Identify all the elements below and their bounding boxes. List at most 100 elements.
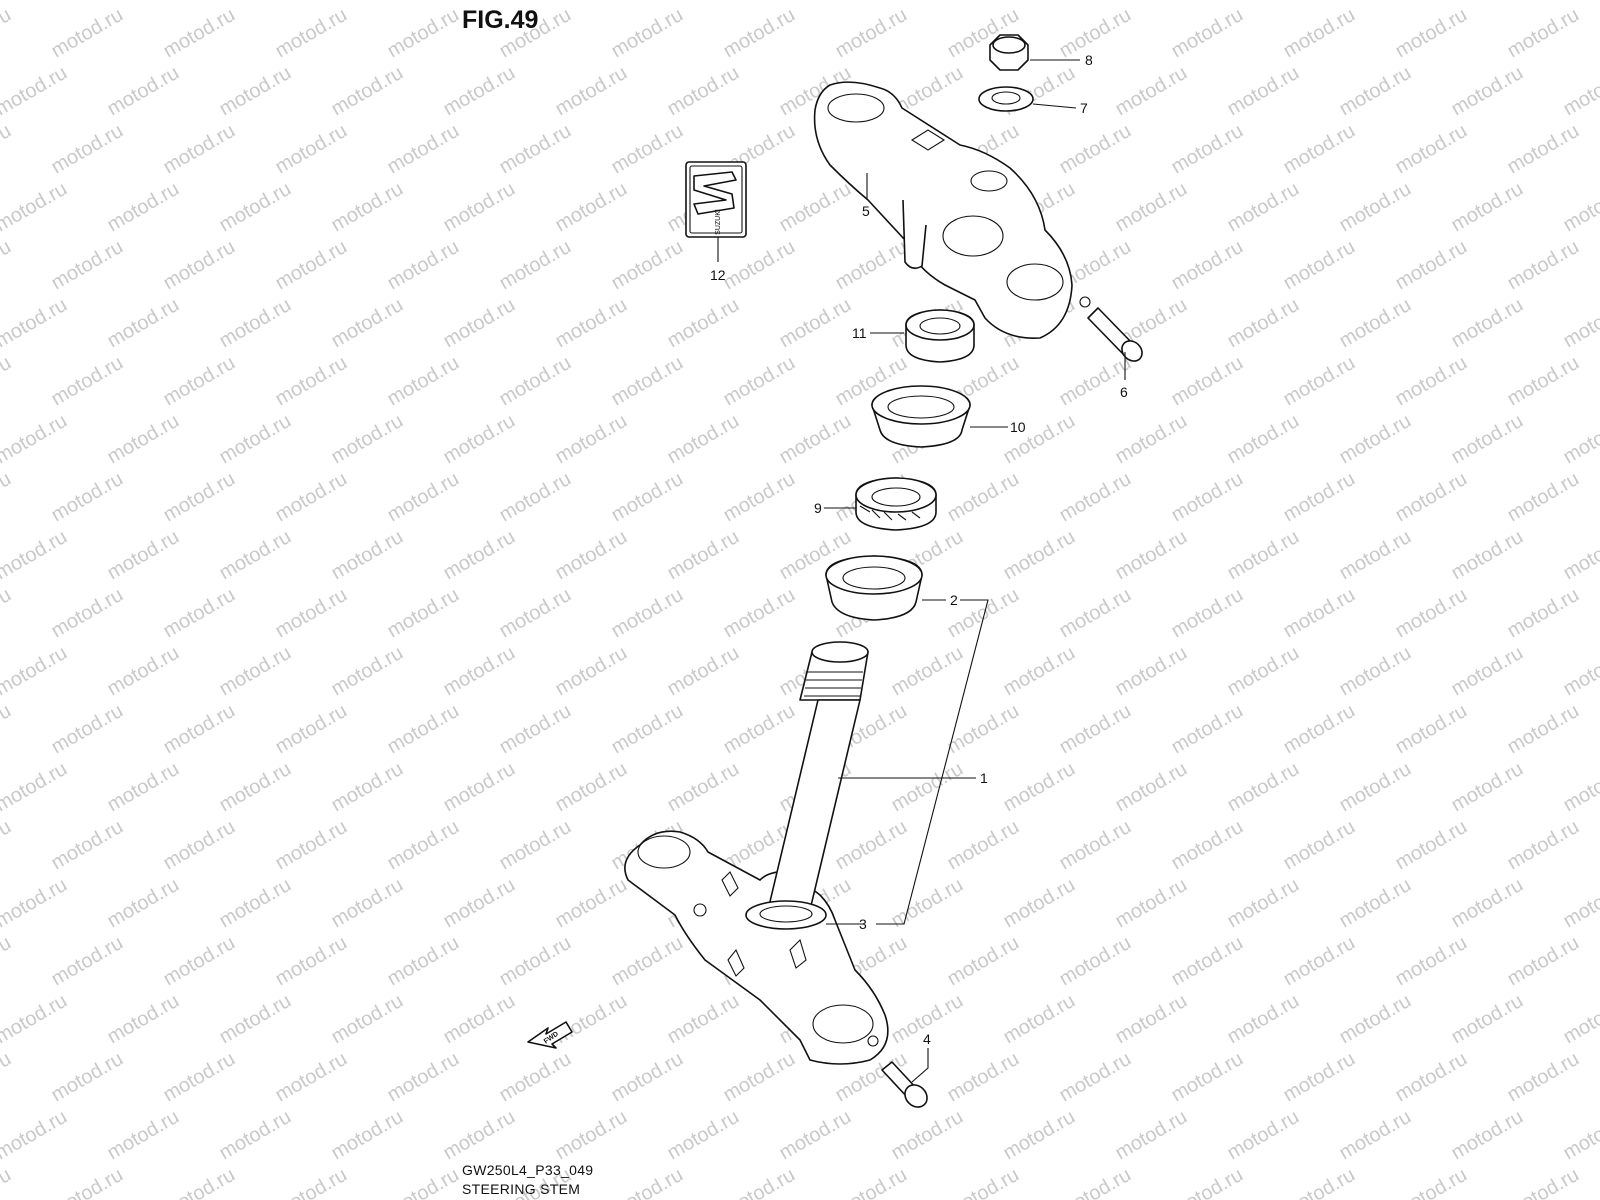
watermark-text: motod.ru: [1504, 584, 1583, 643]
watermark-text: motod.ru: [0, 932, 15, 991]
watermark-text: motod.ru: [1560, 178, 1600, 237]
watermark-text: motod.ru: [552, 410, 631, 469]
watermark-text: motod.ru: [720, 468, 799, 527]
watermark-text: motod.ru: [1000, 990, 1079, 1049]
watermark-text: motod.ru: [608, 932, 687, 991]
watermark-text: motod.ru: [440, 642, 519, 701]
watermark-text: motod.ru: [1392, 120, 1471, 179]
watermark-text: motod.ru: [1056, 4, 1135, 63]
watermark-text: motod.ru: [384, 584, 463, 643]
watermark-text: motod.ru: [1168, 1048, 1247, 1107]
watermark-text: motod.ru: [1056, 700, 1135, 759]
watermark-text: motod.ru: [1056, 352, 1135, 411]
watermark-text: motod.ru: [1336, 874, 1415, 933]
watermark-text: motod.ru: [1560, 1106, 1600, 1165]
watermark-text: motod.ru: [48, 584, 127, 643]
watermark-text: motod.ru: [608, 1164, 687, 1200]
watermark-text: motod.ru: [1504, 1164, 1583, 1200]
watermark-text: motod.ru: [216, 990, 295, 1049]
watermark-text: motod.ru: [1392, 4, 1471, 63]
watermark-text: motod.ru: [216, 642, 295, 701]
watermark-text: motod.ru: [552, 758, 631, 817]
watermark-text: motod.ru: [1504, 120, 1583, 179]
watermark-text: motod.ru: [0, 236, 15, 295]
watermark-text: motod.ru: [384, 932, 463, 991]
watermark-text: motod.ru: [1504, 932, 1583, 991]
watermark-text: motod.ru: [1560, 526, 1600, 585]
watermark-text: motod.ru: [1560, 0, 1600, 4]
watermark-text: motod.ru: [1392, 584, 1471, 643]
watermark-text: motod.ru: [664, 642, 743, 701]
watermark-text: motod.ru: [888, 642, 967, 701]
watermark-text: motod.ru: [0, 816, 15, 875]
watermark-text: motod.ru: [1392, 236, 1471, 295]
leader-lines: [717, 59, 1126, 1083]
watermark-text: motod.ru: [552, 990, 631, 1049]
watermark-text: motod.ru: [1056, 1048, 1135, 1107]
watermark-text: motod.ru: [1224, 62, 1303, 121]
watermark-text: motod.ru: [328, 526, 407, 585]
watermark-text: motod.ru: [160, 1164, 239, 1200]
watermark-text: motod.ru: [1560, 410, 1600, 469]
watermark-text: motod.ru: [1336, 1106, 1415, 1165]
watermark-text: motod.ru: [160, 700, 239, 759]
watermark-text: motod.ru: [1168, 700, 1247, 759]
watermark-text: motod.ru: [664, 1106, 743, 1165]
watermark-text: motod.ru: [328, 410, 407, 469]
watermark-text: motod.ru: [1504, 352, 1583, 411]
watermark-text: motod.ru: [608, 120, 687, 179]
watermark-text: motod.ru: [1224, 294, 1303, 353]
watermark-text: motod.ru: [1224, 758, 1303, 817]
callout-3: 3: [859, 916, 867, 932]
watermark-text: motod.ru: [1056, 120, 1135, 179]
watermark-text: motod.ru: [160, 4, 239, 63]
part-4-lower-bolt: [881, 1061, 928, 1108]
watermark-text: motod.ru: [328, 990, 407, 1049]
watermark-text: motod.ru: [1448, 874, 1527, 933]
watermark-text: motod.ru: [384, 816, 463, 875]
watermark-text: motod.ru: [552, 294, 631, 353]
watermark-text: motod.ru: [328, 62, 407, 121]
watermark-text: motod.ru: [1392, 932, 1471, 991]
watermark-text: motod.ru: [104, 990, 183, 1049]
part-6-bolt: [1087, 307, 1143, 362]
watermark-text: motod.ru: [1336, 526, 1415, 585]
watermark-text: motod.ru: [0, 294, 71, 353]
watermark-text: motod.ru: [944, 816, 1023, 875]
watermark-text: motod.ru: [552, 178, 631, 237]
watermark-text: motod.ru: [440, 410, 519, 469]
watermark-text: motod.ru: [1336, 62, 1415, 121]
watermark-text: motod.ru: [496, 468, 575, 527]
watermark-text: motod.ru: [1280, 468, 1359, 527]
watermark-text: motod.ru: [1280, 1048, 1359, 1107]
watermark-text: motod.ru: [664, 526, 743, 585]
watermark-text: motod.ru: [1448, 294, 1527, 353]
watermark-text: motod.ru: [608, 468, 687, 527]
badge-text: SUZUKI: [715, 209, 722, 235]
figure-title: FIG.49: [462, 6, 539, 34]
watermark-text: motod.ru: [104, 642, 183, 701]
watermark-text: motod.ru: [0, 584, 15, 643]
watermark-text: motod.ru: [496, 816, 575, 875]
watermark-text: motod.ru: [328, 874, 407, 933]
watermark-text: motod.ru: [496, 236, 575, 295]
callout-labels: 1 2 3 4 5 6 7 8 9 10 11 12: [710, 52, 1128, 1047]
watermark-text: motod.ru: [1000, 758, 1079, 817]
watermark-text: motod.ru: [1168, 932, 1247, 991]
watermark-text: motod.ru: [440, 526, 519, 585]
part-3-lower-seal: [745, 900, 827, 930]
watermark-text: motod.ru: [384, 236, 463, 295]
watermark-text: motod.ru: [1112, 178, 1191, 237]
part-7-washer: [978, 86, 1034, 112]
watermark-text: motod.ru: [1280, 4, 1359, 63]
watermark-text: motod.ru: [216, 874, 295, 933]
watermark-text: motod.ru: [48, 4, 127, 63]
callout-7: 7: [1080, 100, 1088, 116]
watermark-text: motod.ru: [272, 468, 351, 527]
watermark-text: motod.ru: [1168, 584, 1247, 643]
watermark-text: motod.ru: [1392, 700, 1471, 759]
watermark-text: motod.ru: [328, 1106, 407, 1165]
watermark-text: motod.ru: [440, 874, 519, 933]
watermark-text: motod.ru: [1224, 990, 1303, 1049]
watermark-text: motod.ru: [216, 758, 295, 817]
